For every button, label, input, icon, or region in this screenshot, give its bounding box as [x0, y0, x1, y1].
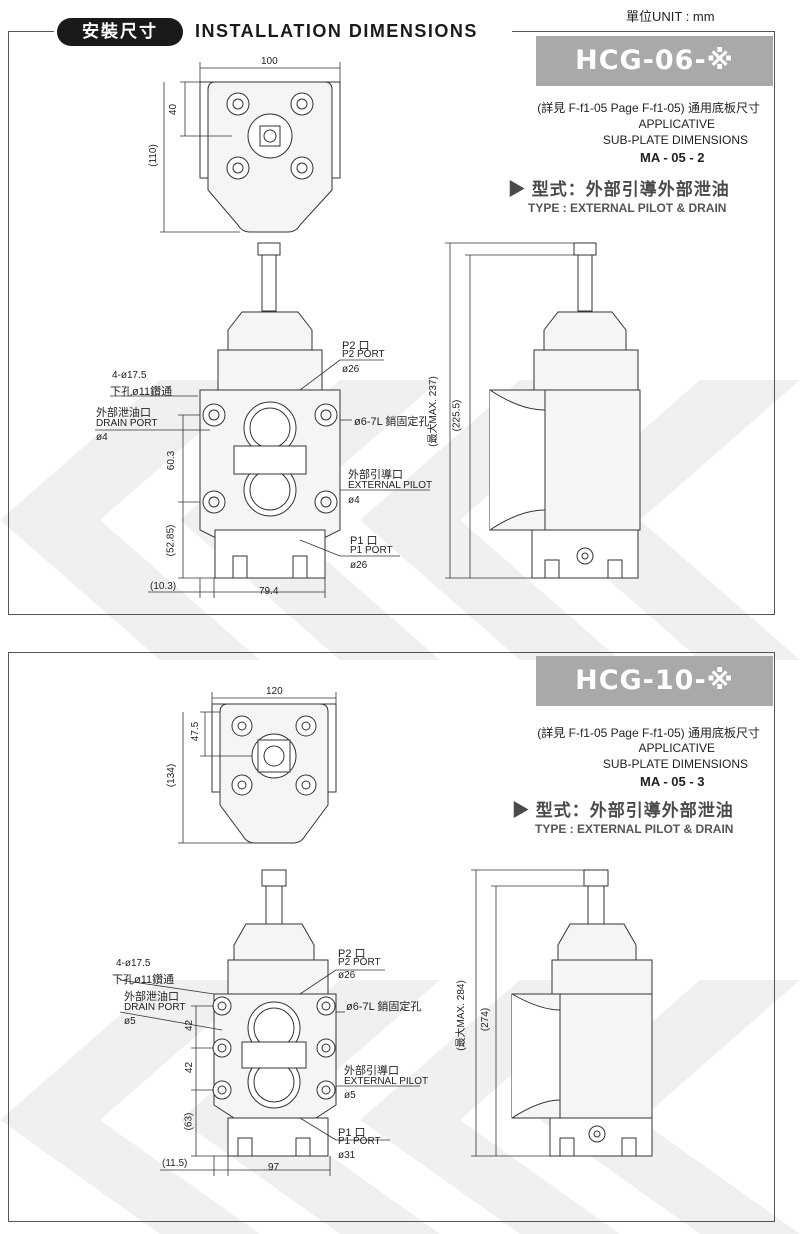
subplate-label-2: SUB-PLATE DIMENSIONS [602, 757, 748, 771]
label-bolt-holes: 4-ø17.5 [112, 370, 147, 381]
type-english-2: TYPE : EXTERNAL PILOT & DRAIN [535, 822, 734, 836]
type-chinese-2: ▶ 型式：外部引導外部泄油 [512, 801, 734, 820]
label-bolt-holes-2: 4-ø17.5 [116, 958, 151, 969]
subplate-model: MA - 05 - 2 [640, 150, 705, 165]
drawing-hcg06 [95, 62, 641, 598]
label-p1: P1 口 [350, 535, 378, 547]
label-pin-hole-2: ø6-7L 銷固定孔 [346, 1001, 422, 1013]
subplate-ref-2: (詳見 F-f1-05 Page F-f1-05) 通用底板尺寸 [537, 726, 760, 740]
dim-top-width: 100 [261, 56, 278, 67]
front-view-dims-2 [119, 969, 420, 1176]
label-p1-2: P1 口 [338, 1127, 366, 1139]
top-view-dims [160, 62, 341, 233]
subplate-ref: (詳見 F-f1-05 Page F-f1-05) 通用底板尺寸 [537, 101, 760, 115]
dim-top-h1-2: 47.5 [190, 721, 202, 742]
dim-top-h2-2: (134) [166, 763, 178, 788]
dim-v2-2: (63) [183, 1112, 195, 1131]
label-p1-port-2: P1 PORT [338, 1136, 381, 1147]
side-view-dims-2 [471, 869, 588, 1157]
label-pilot-en: EXTERNAL PILOT [348, 480, 433, 491]
label-p1-dia-2: ø31 [338, 1150, 356, 1161]
subplate-label: SUB-PLATE DIMENSIONS [602, 133, 748, 147]
header-rule-right [512, 31, 774, 32]
label-drain-en-2: DRAIN PORT [124, 1002, 186, 1013]
label-pin-hole: ø6-7L 銷固定孔 [354, 416, 430, 428]
label-drain-dia: ø4 [96, 432, 108, 443]
applicative-label: APPLICATIVE [638, 117, 715, 131]
model-band-hcg10: HCG-10-※ [536, 656, 773, 706]
label-p1-port: P1 PORT [350, 545, 393, 556]
top-view-2 [211, 703, 337, 844]
label-pilot-cn-2: 外部引導口 [344, 1065, 399, 1077]
label-p2: P2 口 [342, 340, 370, 352]
label-p1-dia: ø26 [350, 560, 368, 571]
dim-top-width-2: 120 [266, 686, 283, 697]
header-rule-left [8, 31, 54, 32]
top-view-dims-2 [178, 692, 337, 844]
front-view [199, 242, 341, 579]
dim-h1: (10.3) [150, 581, 177, 592]
label-pilot-en-2: EXTERNAL PILOT [344, 1076, 429, 1087]
subplate-model-2: MA - 05 - 3 [640, 774, 705, 789]
panel-frame-hcg10 [8, 652, 775, 1222]
label-p2-port: P2 PORT [342, 349, 385, 360]
label-bolt-through-2: 下孔ø11鑽通 [112, 974, 175, 986]
label-drain-cn: 外部泄油口 [96, 407, 151, 419]
label-pilot-dia: ø4 [348, 495, 360, 506]
side-view [489, 242, 641, 579]
label-p2-port-2: P2 PORT [338, 957, 381, 968]
dim-h1-2: (11.5) [162, 1158, 188, 1169]
dim-h2-2: 97 [268, 1162, 280, 1173]
label-pilot-cn: 外部引導口 [348, 469, 403, 481]
side-view-dims [445, 242, 578, 579]
label-drain-dia-2: ø5 [124, 1016, 136, 1027]
label-p2-dia-2: ø26 [338, 970, 356, 981]
section-title: INSTALLATION DIMENSIONS [195, 21, 478, 41]
front-view-dims [95, 359, 430, 598]
label-pilot-dia-2: ø5 [344, 1090, 356, 1101]
dim-max-height-2: (最大MAX. 284) [455, 980, 467, 1051]
label-bolt-through: 下孔ø11鑽通 [110, 386, 173, 398]
dim-overall-height-2: (274) [480, 1007, 492, 1032]
type-english: TYPE : EXTERNAL PILOT & DRAIN [528, 201, 727, 215]
dim-v1b-2: 42 [184, 1061, 196, 1074]
dim-h2: 79.4 [259, 586, 279, 597]
label-drain-cn-2: 外部泄油口 [124, 991, 179, 1003]
model-band-hcg06: HCG-06-※ [536, 36, 773, 86]
top-view [199, 81, 341, 233]
dim-v1-2: 42 [184, 1019, 196, 1032]
label-drain-en: DRAIN PORT [96, 418, 158, 429]
side-view-2 [511, 869, 653, 1157]
applicative-label-2: APPLICATIVE [638, 741, 715, 755]
front-view-2 [212, 869, 337, 1157]
unit-label: 單位UNIT : mm [626, 9, 715, 24]
section-badge: 安裝尺寸 [57, 18, 183, 46]
type-chinese: ▶ 型式：外部引導外部泄油 [508, 180, 730, 199]
panel-frame-hcg06 [8, 31, 775, 615]
label-p2-dia: ø26 [342, 364, 360, 375]
label-p2-2: P2 口 [338, 948, 366, 960]
